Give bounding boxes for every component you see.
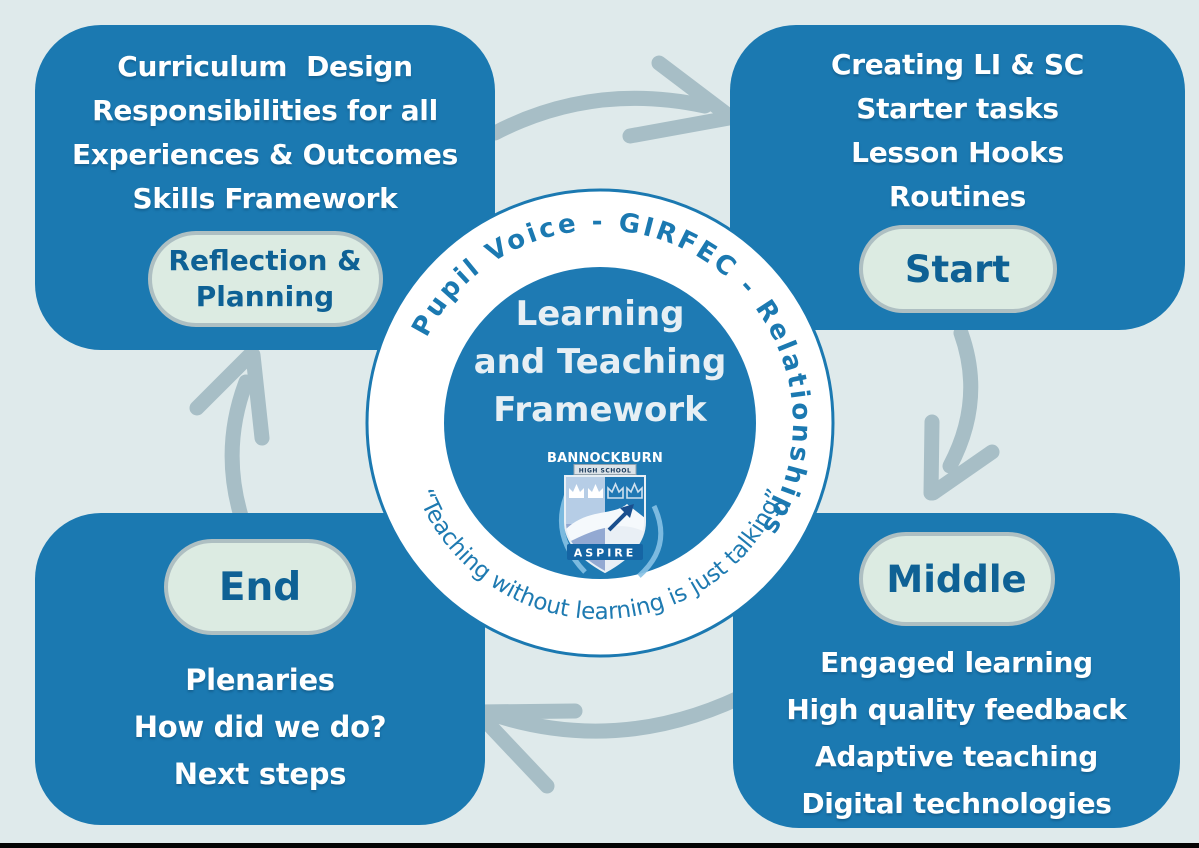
center-title-line: and Teaching (474, 342, 727, 382)
inner-circle (444, 267, 756, 579)
quadrant-planning-lines: Curriculum Design Responsibilities for a… (35, 45, 495, 221)
quadrant-end-panel: End Plenaries How did we do? Next steps (35, 513, 485, 825)
cycle-arrow-bottom (470, 682, 763, 794)
end-pill: End (164, 539, 356, 635)
center-title-line: Framework (493, 390, 708, 430)
quadrant-middle-panel: Middle Engaged learning High quality fee… (733, 513, 1180, 828)
diagram-text-line: High quality feedback (786, 693, 1127, 726)
diagram-text-line: Adaptive teaching (815, 740, 1098, 773)
middle-pill: Middle (858, 532, 1055, 626)
crest-shield-outline (564, 475, 646, 574)
pill-label-line: Reflection & (168, 244, 362, 277)
diagram-text-line: Routines (889, 180, 1026, 213)
quadrant-start-lines: Creating LI & SC Starter tasks Lesson Ho… (730, 43, 1185, 219)
diagram-text-line: Plenaries (185, 663, 335, 697)
diagram-text-line: How did we do? (133, 710, 387, 744)
diagram-text-line: Lesson Hooks (851, 136, 1064, 169)
cycle-arrow-right (923, 325, 1000, 501)
start-pill: Start (858, 225, 1057, 313)
center-medallion: Pupil Voice - GIRFEC - Relationships “Te… (365, 188, 835, 658)
bottom-border-bar (0, 843, 1199, 848)
diagram-text-line: Next steps (173, 757, 347, 791)
diagram-text-line: Engaged learning (820, 646, 1093, 679)
diagram-text-line: Starter tasks (856, 92, 1059, 125)
crest-school-name: BANNOCKBURN (547, 451, 663, 466)
diagram-text-line: Curriculum Design (117, 50, 413, 83)
school-crest: BANNOCKBURN HIGH SCHOOL (547, 451, 664, 578)
crest-motto-text: ASPIRE (574, 547, 637, 560)
reflection-planning-pill: Reflection & Planning (147, 231, 383, 327)
diagram-text-line: Digital technologies (801, 787, 1112, 820)
crest-subbanner (573, 464, 637, 475)
diagram-text-line: Skills Framework (132, 182, 398, 215)
quadrant-start-panel: Creating LI & SC Starter tasks Lesson Ho… (730, 25, 1185, 330)
center-title-line: Learning (516, 294, 685, 334)
crest-school-type: HIGH SCHOOL (579, 468, 632, 475)
cycle-arrow-top (487, 55, 737, 144)
pill-label: End (218, 564, 302, 610)
pill-label: Start (904, 247, 1011, 291)
pill-label: Middle (886, 557, 1027, 601)
crest-crowns (569, 482, 643, 499)
crest-arrow (607, 504, 634, 532)
quadrant-end-lines: Plenaries How did we do? Next steps (35, 657, 485, 798)
cycle-arrow-left (189, 346, 270, 524)
quadrant-middle-lines: Engaged learning High quality feedback A… (733, 639, 1180, 827)
diagram-text-line: Responsibilities for all (92, 94, 438, 127)
diagram-text-line: Creating LI & SC (830, 48, 1085, 81)
crest-ribbon (567, 544, 643, 560)
diagram-text-line: Experiences & Outcomes (72, 138, 458, 171)
pill-label-line: Planning (195, 280, 335, 313)
